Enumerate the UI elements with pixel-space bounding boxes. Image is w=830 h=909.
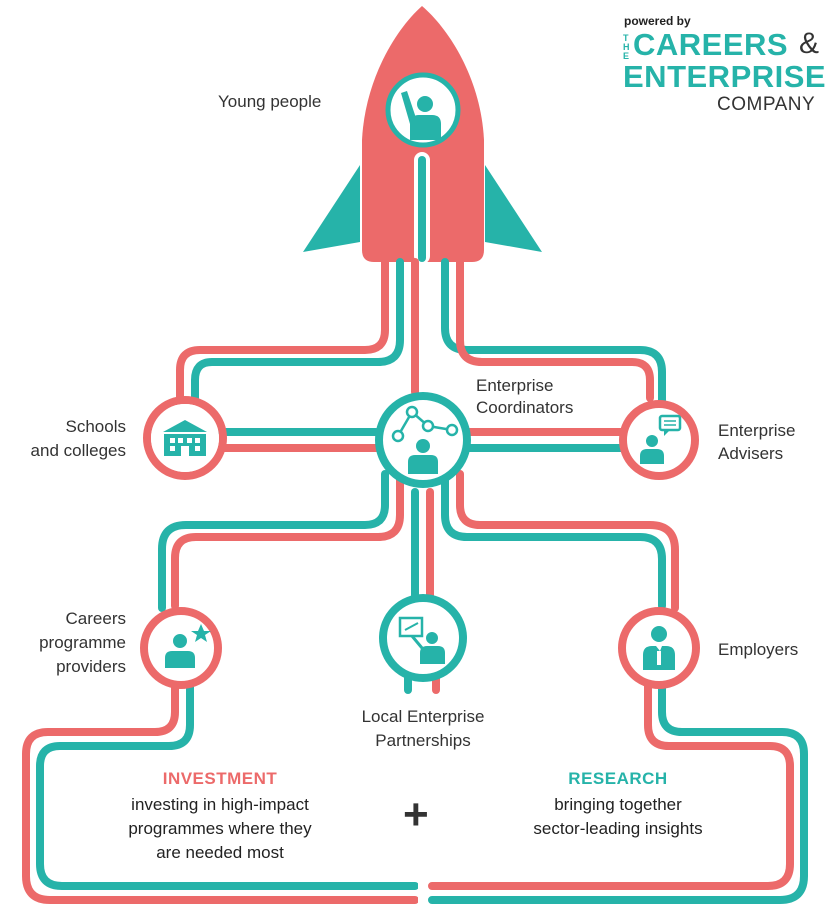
label-advisers-line1: Enterprise (718, 421, 796, 440)
label-coordinators-line1: Enterprise (476, 376, 554, 395)
plus-sign: + (403, 790, 429, 839)
logo-the-t: T (623, 33, 629, 43)
coordinator-network-icon (391, 405, 459, 474)
logo-careers: CAREERS (633, 27, 789, 62)
rocket-fin-left (303, 165, 360, 252)
label-lep-line1: Local Enterprise (361, 707, 485, 726)
businessperson-icon (643, 626, 675, 670)
investment-line3: are needed most (156, 843, 284, 862)
pipe-investment-outer-red (22, 684, 419, 904)
pipe-rocket-advisers-red (456, 258, 654, 402)
label-advisers-line2: Advisers (718, 444, 784, 463)
investment-line1: investing in high-impact (131, 795, 309, 814)
logo-enterprise: ENTERPRISE (623, 59, 827, 94)
logo-the-h: H (623, 42, 630, 52)
pipe-research-outer-teal (428, 684, 808, 904)
label-providers-line2: programme (39, 633, 126, 652)
pipe-investment-inner-teal (36, 682, 419, 890)
node-advisers (619, 400, 699, 480)
node-lep (379, 594, 467, 682)
research-line1: bringing together (554, 795, 682, 814)
pipe-rocket-schools-teal (191, 258, 404, 402)
label-schools-line2: and colleges (30, 441, 126, 460)
investment-heading: INVESTMENT (162, 769, 278, 788)
young-person-icon (401, 91, 441, 140)
pipe-rocket-schools-red (176, 258, 389, 404)
person-star-icon (165, 624, 211, 668)
logo-ampersand: & (799, 27, 820, 60)
logo-company: COMPANY (717, 94, 816, 115)
node-schools (143, 396, 227, 480)
investment-line2: programmes where they (128, 819, 312, 838)
label-providers-line3: providers (56, 657, 126, 676)
pipe-coordinator-employers-teal (441, 474, 666, 610)
pipe-rocket-advisers-teal (441, 258, 666, 404)
label-providers-line1: Careers (65, 609, 126, 628)
pipe-research-inner-red (428, 682, 794, 890)
label-coordinators-line2: Coordinators (476, 398, 574, 417)
research-heading: RESEARCH (568, 769, 668, 788)
logo-the-e: E (623, 51, 630, 61)
rocket-fin-right (485, 165, 542, 252)
pipe-coordinator-providers-teal (158, 470, 389, 612)
label-lep-line2: Partnerships (375, 731, 471, 750)
powered-by-label: powered by (624, 14, 691, 28)
label-schools-line1: Schools (65, 417, 126, 436)
node-coordinators (375, 392, 471, 488)
pipe-coordinator-employers-red (456, 470, 679, 612)
pipe-coordinator-providers-red (171, 474, 404, 610)
node-providers (140, 607, 222, 689)
label-young-people: Young people (218, 92, 322, 111)
research-line2: sector-leading insights (533, 819, 703, 838)
school-building-icon (163, 420, 207, 456)
presentation-icon (398, 616, 445, 664)
label-employers: Employers (718, 640, 799, 659)
node-employers (618, 607, 700, 689)
adviser-speech-icon (640, 414, 682, 464)
